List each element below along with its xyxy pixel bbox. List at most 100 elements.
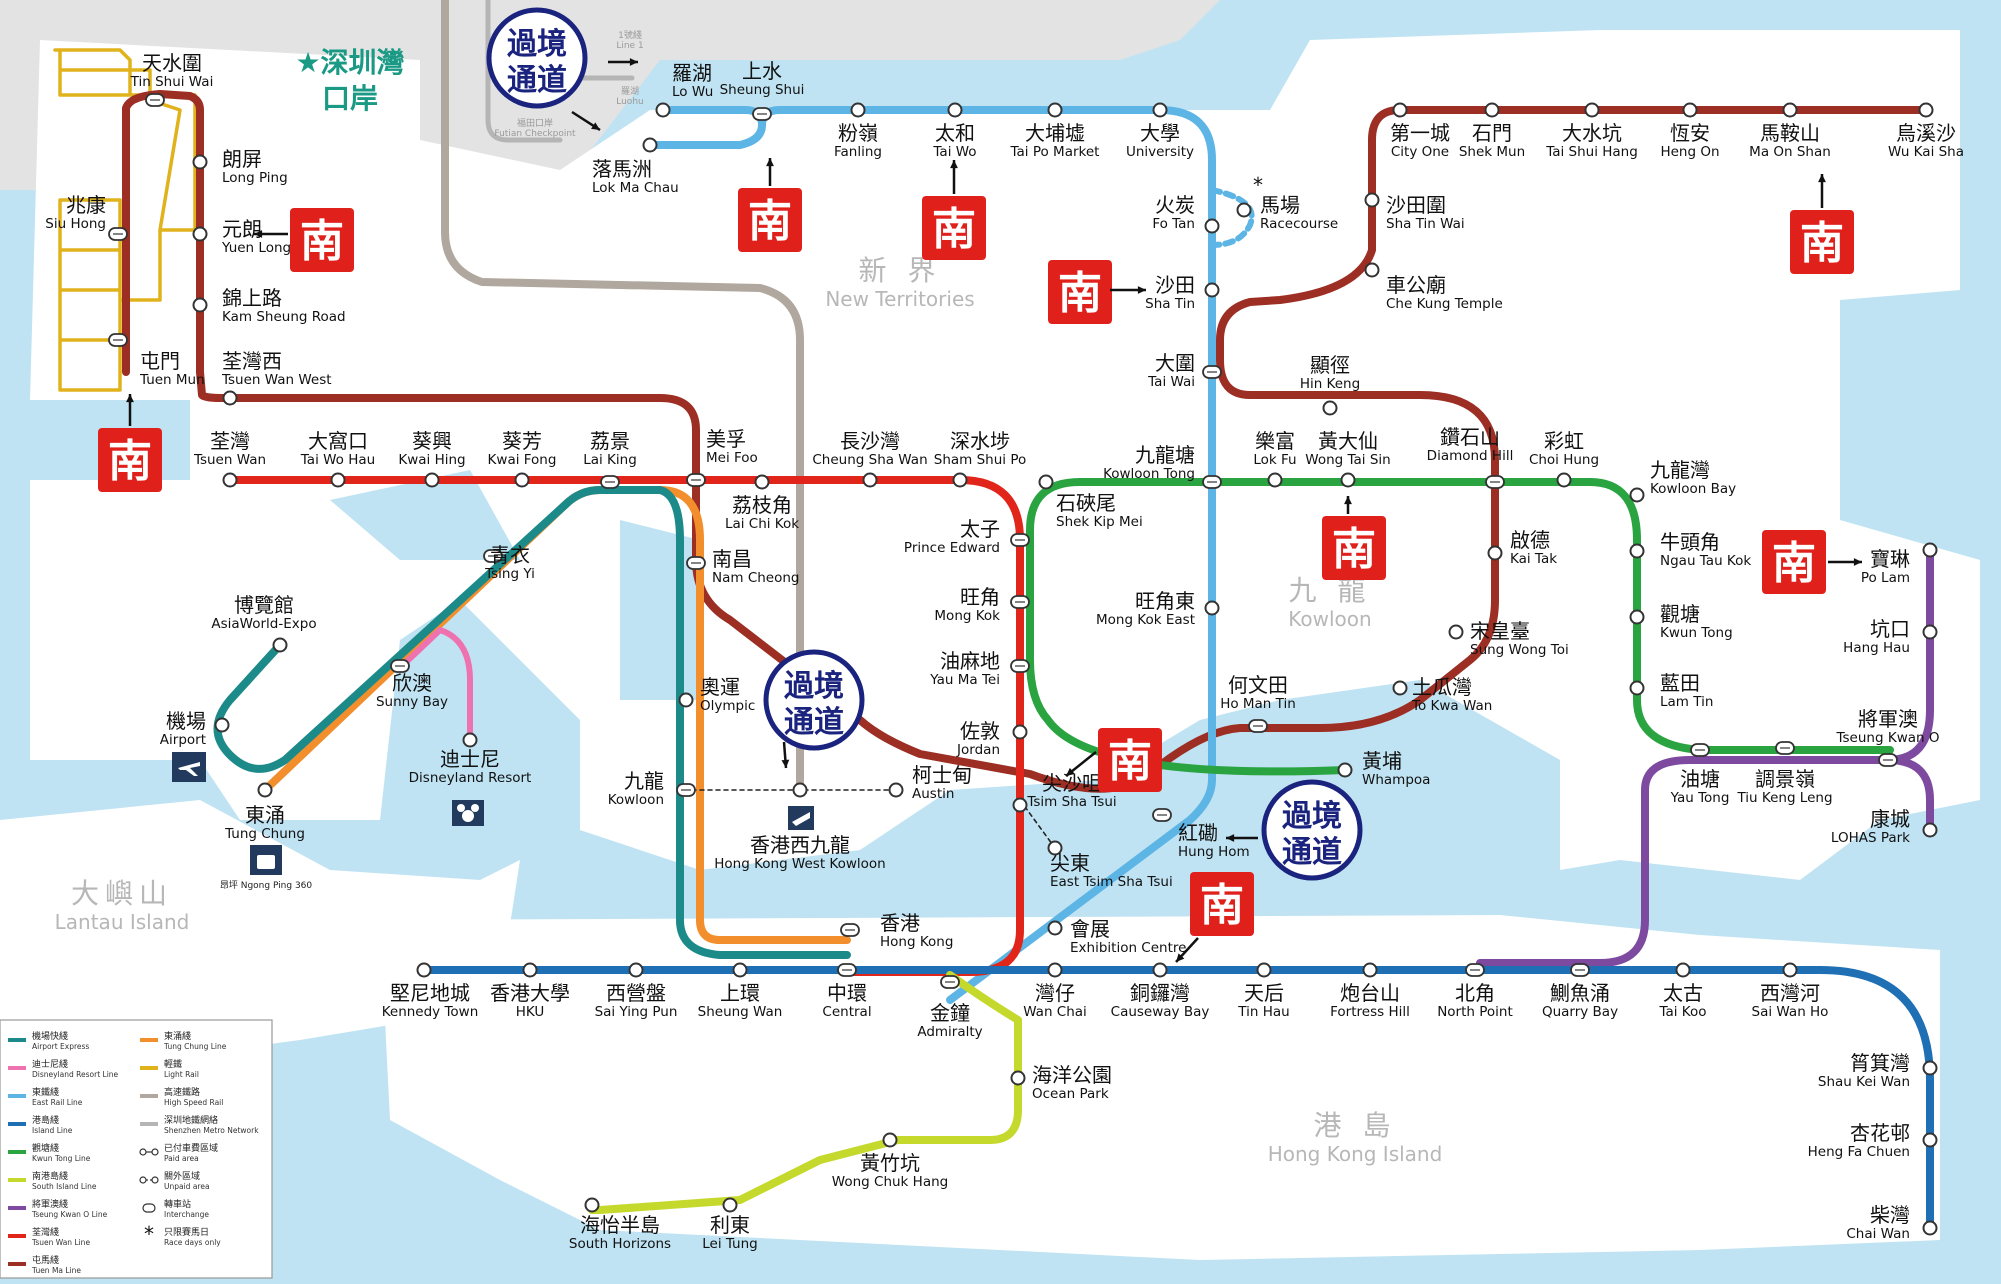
station-name-zh-yuen-long: 元朗 xyxy=(222,217,262,241)
legend-label-en-5: South Island Line xyxy=(32,1182,97,1191)
red-seal-icon xyxy=(98,428,162,492)
station-name-zh-ngau-tau-kok: 牛頭角 xyxy=(1660,530,1720,554)
station-name-en-asiaworld-expo: AsiaWorld-Expo xyxy=(211,616,316,632)
station-name-zh-sunny-bay: 欣澳 xyxy=(392,671,432,695)
station-name-zh-chai-wan: 柴灣 xyxy=(1870,1203,1910,1227)
station-name-zh-kwun-tong: 觀塘 xyxy=(1660,602,1700,626)
station-name-en-tai-wai: Tai Wai xyxy=(1147,374,1195,390)
border-crossing-badge-line1: 過境 xyxy=(784,669,844,704)
legend-label-zh-15: 轉車站 xyxy=(164,1198,191,1210)
station-name-en-ma-on-shan: Ma On Shan xyxy=(1749,144,1831,160)
shenzhen-bay-port-line1: ★深圳灣 xyxy=(295,46,404,79)
shenzhen-line1-en: Line 1 xyxy=(616,41,643,51)
red-seal-glyph: 南 xyxy=(108,436,152,487)
station-tsuen-wan xyxy=(222,472,238,488)
station-name-zh-hong-kong-west-kowloon: 香港西九龍 xyxy=(750,833,850,857)
station-name-zh-tai-wai: 大圍 xyxy=(1155,351,1195,375)
station-kai-tak xyxy=(1487,545,1503,561)
red-seal-glyph: 南 xyxy=(1108,736,1152,787)
station-name-en-fortress-hill: Fortress Hill xyxy=(1330,1004,1410,1020)
station-name-zh-sai-wan-ho: 西灣河 xyxy=(1760,981,1820,1005)
red-seal-glyph: 南 xyxy=(1058,268,1102,319)
station-name-en-kwun-tong: Kwun Tong xyxy=(1660,625,1733,641)
station-name-en-tai-koo: Tai Koo xyxy=(1658,1004,1706,1020)
disneyland-icon-ear-right xyxy=(471,804,479,812)
station-name-zh-exhibition-centre: 會展 xyxy=(1070,917,1110,941)
station-name-en-wu-kai-sha: Wu Kai Sha xyxy=(1888,144,1964,160)
station-name-en-city-one: City One xyxy=(1391,144,1449,160)
station-name-en-hku: HKU xyxy=(516,1004,545,1020)
station-name-zh-university: 大學 xyxy=(1140,121,1180,145)
station-name-zh-tai-shui-hang: 大水坑 xyxy=(1562,121,1622,145)
station-po-lam xyxy=(1922,542,1938,558)
line-east-rail-racecourse xyxy=(1209,187,1255,248)
station-name-zh-south-horizons: 海怡半島 xyxy=(580,1213,660,1237)
legend-label-en-7: Tsuen Wan Line xyxy=(31,1238,90,1247)
station-name-zh-sheung-shui: 上水 xyxy=(742,59,782,83)
station-name-en-kowloon-bay: Kowloon Bay xyxy=(1650,481,1736,497)
station-name-en-heng-on: Heng On xyxy=(1660,144,1719,160)
station-name-zh-fo-tan: 火炭 xyxy=(1155,193,1195,217)
station-name-en-lok-ma-chau: Lok Ma Chau xyxy=(592,180,679,196)
station-name-en-mong-kok-east: Mong Kok East xyxy=(1096,612,1195,628)
station-name-zh-racecourse: 馬場 xyxy=(1260,193,1300,217)
station-name-en-tsim-sha-tsui: Tsim Sha Tsui xyxy=(1026,794,1116,810)
station-name-zh-prince-edward: 太子 xyxy=(960,517,1000,541)
station-name-zh-austin: 柯士甸 xyxy=(912,763,972,787)
station-name-en-kwai-fong: Kwai Fong xyxy=(488,452,557,468)
border-crossing-badge-ring xyxy=(763,649,865,751)
station-name-en-austin: Austin xyxy=(912,786,954,802)
airport-icon xyxy=(172,752,206,782)
station-name-en-north-point: North Point xyxy=(1437,1004,1513,1020)
station-name-zh-tuen-mun: 屯門 xyxy=(140,349,180,373)
station-name-zh-lo-wu: 羅湖 xyxy=(672,61,712,85)
legend-label-zh-3: 港島綫 xyxy=(32,1114,59,1126)
legend-label-en-11: High Speed Rail xyxy=(164,1098,223,1107)
station-name-zh-sheung-wan: 上環 xyxy=(720,981,760,1005)
legend-label-zh-9: 東涌綫 xyxy=(164,1030,191,1042)
station-kwai-hing xyxy=(424,472,440,488)
red-seal-glyph: 南 xyxy=(300,216,344,267)
station-name-zh-tai-po-market: 大埔墟 xyxy=(1025,121,1085,145)
station-name-en-admiralty: Admiralty xyxy=(917,1024,982,1040)
station-sai-ying-pun xyxy=(628,962,644,978)
legend-label-zh-0: 機場快綫 xyxy=(32,1030,68,1042)
shenzhen-luohu-en: Luohu xyxy=(616,97,643,107)
station-name-en-airport: Airport xyxy=(160,732,206,748)
disneyland-icon xyxy=(452,800,484,826)
station-name-en-hong-kong-west-kowloon: Hong Kong West Kowloon xyxy=(714,856,885,872)
station-name-zh-tung-chung: 東涌 xyxy=(245,803,285,827)
red-seal-5: 南 xyxy=(290,208,354,272)
red-seal-9: 南 xyxy=(1098,728,1162,792)
high-speed-rail-icon xyxy=(788,806,814,830)
red-seal-8: 南 xyxy=(1762,530,1826,594)
station-name-zh-yau-ma-tei: 油麻地 xyxy=(940,649,1000,673)
station-name-zh-tai-wo: 太和 xyxy=(935,121,975,145)
arrow-badge-west-kowloon-head xyxy=(781,759,790,768)
station-name-en-heng-fa-chuen: Heng Fa Chuen xyxy=(1808,1144,1910,1160)
red-seal-2: 南 xyxy=(922,196,986,260)
legend-label-zh-7: 荃灣綫 xyxy=(32,1226,59,1238)
border-crossing-badge-line2: 通道 xyxy=(1282,835,1342,870)
station-name-zh-lai-king: 荔景 xyxy=(590,429,630,453)
station-name-en-jordan: Jordan xyxy=(956,742,1000,758)
station-name-en-fanling: Fanling xyxy=(834,144,882,160)
station-name-zh-wong-tai-sin: 黃大仙 xyxy=(1318,429,1378,453)
station-name-zh-ho-man-tin: 何文田 xyxy=(1228,673,1288,697)
red-seal-1: 南 xyxy=(738,188,802,252)
station-name-en-causeway-bay: Causeway Bay xyxy=(1111,1004,1210,1020)
red-seal-3: 南 xyxy=(1790,210,1854,274)
station-heng-fa-chuen xyxy=(1922,1132,1938,1148)
station-racecourse xyxy=(1236,202,1252,218)
station-disneyland-resort xyxy=(462,732,478,748)
line-disneyland-resort xyxy=(397,627,473,743)
arrow-exhibition-centre-head xyxy=(1176,953,1185,962)
station-university xyxy=(1152,102,1168,118)
station-tai-shui-hang xyxy=(1584,102,1600,118)
station-sha-tin-wai xyxy=(1364,192,1380,208)
stations xyxy=(108,93,1938,1236)
legend-label-en-8: Tuen Ma Line xyxy=(31,1266,81,1275)
station-name-en-mei-foo: Mei Foo xyxy=(706,450,758,466)
